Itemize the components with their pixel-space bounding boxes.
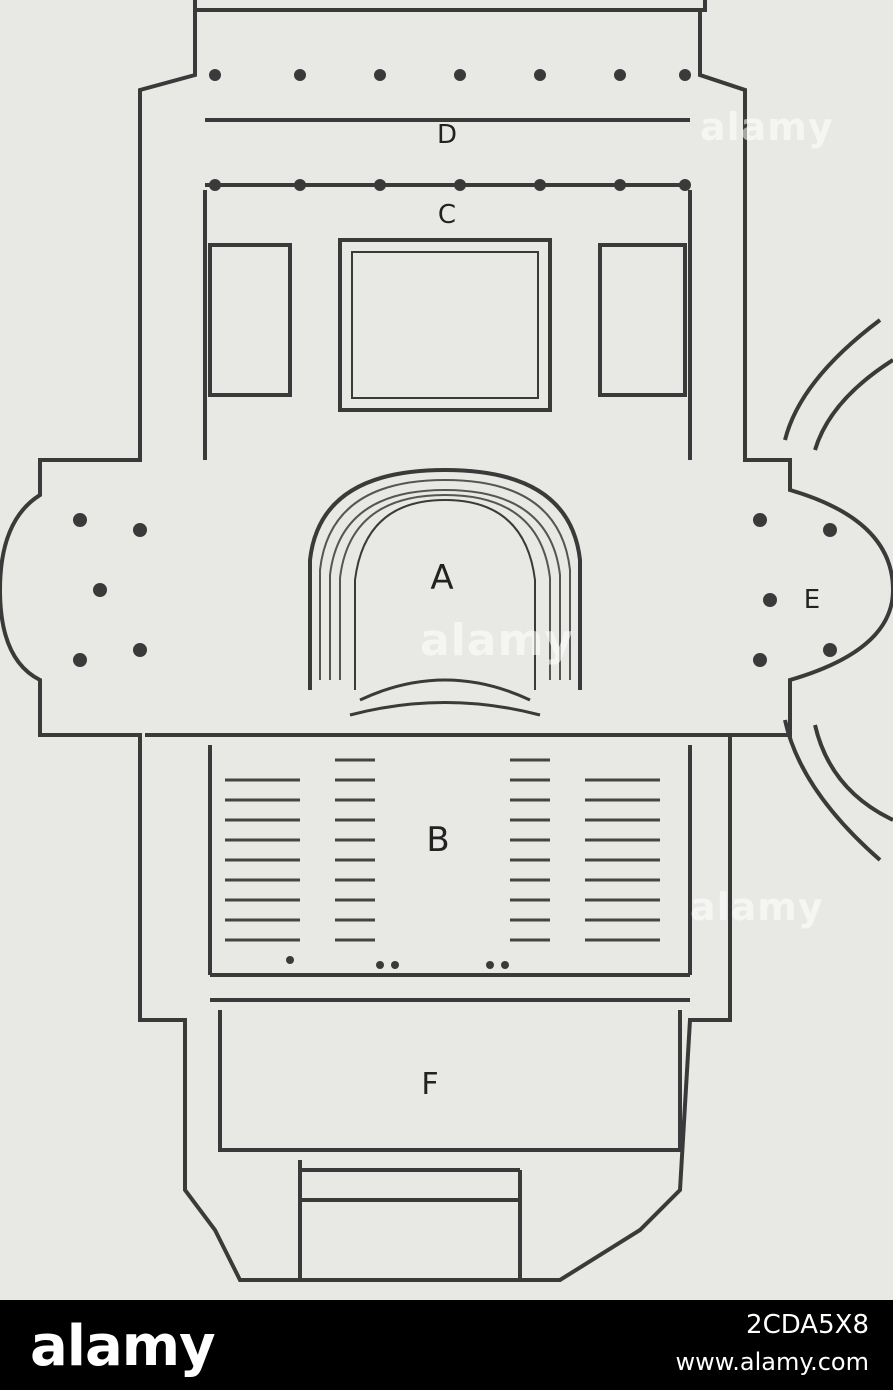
- horseshoe-a: [308, 467, 582, 690]
- watermark-text: alamy: [700, 105, 834, 149]
- brand-logo: alamy: [30, 1314, 216, 1379]
- room-label-b: B: [426, 820, 450, 860]
- room-label-d: D: [436, 120, 458, 150]
- footer-bar: alamy 2CDA5X8 www.alamy.com: [0, 1300, 893, 1390]
- image-id: 2CDA5X8: [746, 1310, 869, 1340]
- room-label-c: C: [437, 200, 457, 230]
- outer-wall-top: [0, 0, 893, 1282]
- curved-wall-e: [783, 318, 893, 862]
- watermark-text: alamy: [690, 885, 824, 929]
- floor-plan: A B C D E F alamy alamy alamy: [0, 0, 893, 1282]
- room-label-a: A: [430, 558, 454, 598]
- room-label-f: F: [421, 1067, 439, 1102]
- floor-plan-drawing: [0, 0, 893, 1282]
- rear-rooms-f: [210, 998, 690, 1280]
- watermark-text: alamy: [420, 615, 574, 666]
- site-url: www.alamy.com: [675, 1348, 869, 1376]
- stage-box: [338, 238, 552, 412]
- auditorium-b-walls: [145, 733, 730, 977]
- inner-wall-top: [203, 118, 692, 460]
- room-label-e: E: [803, 585, 821, 615]
